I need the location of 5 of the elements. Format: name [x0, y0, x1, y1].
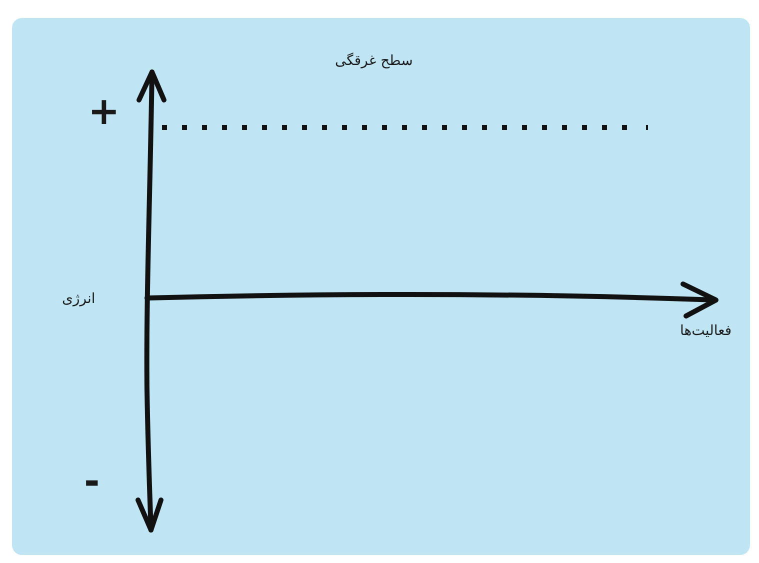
- axis-label: انرژی: [62, 292, 96, 306]
- axis-sign: +: [88, 92, 120, 130]
- axis-label: فعالیت‌ها: [680, 324, 732, 338]
- axis-label: سطح غرقگی: [335, 54, 413, 68]
- axis-sign: -: [84, 462, 100, 500]
